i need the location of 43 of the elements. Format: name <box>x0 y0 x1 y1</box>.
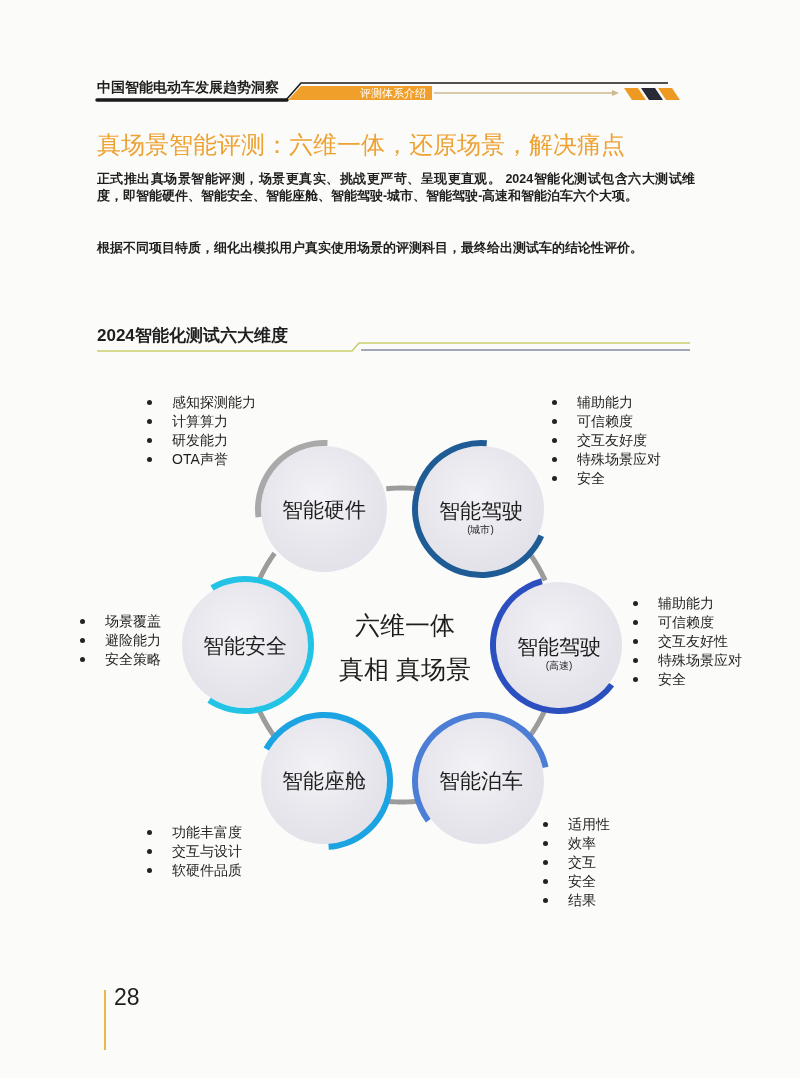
list-item-text: 交互与设计 <box>172 841 242 861</box>
list-item-text: 适用性 <box>568 814 610 834</box>
list-item-text: 软硬件品质 <box>172 860 242 880</box>
dimension-label: 智能安全 <box>203 632 287 658</box>
list-item-text: 研发能力 <box>172 430 228 450</box>
list-item-text: 场景覆盖 <box>105 611 161 631</box>
section-tab: 评测体系介绍 <box>288 86 432 100</box>
list-item-text: 功能丰富度 <box>172 822 242 842</box>
intro-paragraph: 根据不同项目特质，细化出模拟用户真实使用场景的评测科目，最终给出测试车的结论性评价。 <box>97 240 644 257</box>
list-item-text: 辅助能力 <box>658 593 714 613</box>
list-item-text: 效率 <box>568 833 596 853</box>
list-item-text: 安全策略 <box>105 649 161 669</box>
page-title: 真场景智能评测：六维一体，还原场景，解决痛点 <box>97 131 625 160</box>
center-slogan: 六维一体 <box>355 610 455 640</box>
intro-paragraph: 正式推出真场景智能评测，场景更真实、挑战更严苛、呈现更直观。 2024智能化测试包含六大测试维度，即智能硬件、智能安全、智能座舱、智能驾驶-城市、智能驾驶-高速和智能泊车六个大项。 <box>97 171 695 205</box>
list-item-text: 可信赖度 <box>658 612 714 632</box>
list-item-text: 感知探测能力 <box>172 392 256 412</box>
list-item-text: 交互友好度 <box>577 430 647 450</box>
list-item-text: 安全 <box>577 468 605 488</box>
list-item-text: 计算算力 <box>172 411 228 431</box>
running-header: 中国智能电动车发展趋势洞察 <box>97 80 279 97</box>
list-item-text: 结果 <box>568 890 596 910</box>
connector-line <box>386 485 418 492</box>
center-slogan: 真相 真场景 <box>339 654 471 684</box>
dimension-label: 智能泊车 <box>438 768 523 794</box>
list-item-text: 避险能力 <box>105 630 161 650</box>
list-item-text: 交互 <box>568 852 596 872</box>
list-item-text: OTA声誉 <box>172 449 228 469</box>
dimension-label: 智能硬件 <box>281 496 366 522</box>
section-heading: 2024智能化测试六大维度 <box>97 326 288 347</box>
dimension-label: 智能驾驶 <box>517 634 601 659</box>
page-number: 28 <box>114 984 140 1012</box>
list-item-text: 安全 <box>568 871 596 891</box>
list-item-text: 可信赖度 <box>577 411 633 431</box>
list-item-text: 交互友好性 <box>658 631 728 651</box>
list-item-text: 辅助能力 <box>577 392 633 412</box>
dimension-sublabel: (城市) <box>467 523 494 537</box>
list-item-text: 特殊场景应对 <box>577 449 661 469</box>
list-item-text: 特殊场景应对 <box>658 650 742 670</box>
list-item-text: 安全 <box>658 669 686 689</box>
dimension-label: 智能座舱 <box>281 768 366 794</box>
dimension-sublabel: (高速) <box>545 659 573 672</box>
dimension-label: 智能驾驶 <box>438 498 523 524</box>
